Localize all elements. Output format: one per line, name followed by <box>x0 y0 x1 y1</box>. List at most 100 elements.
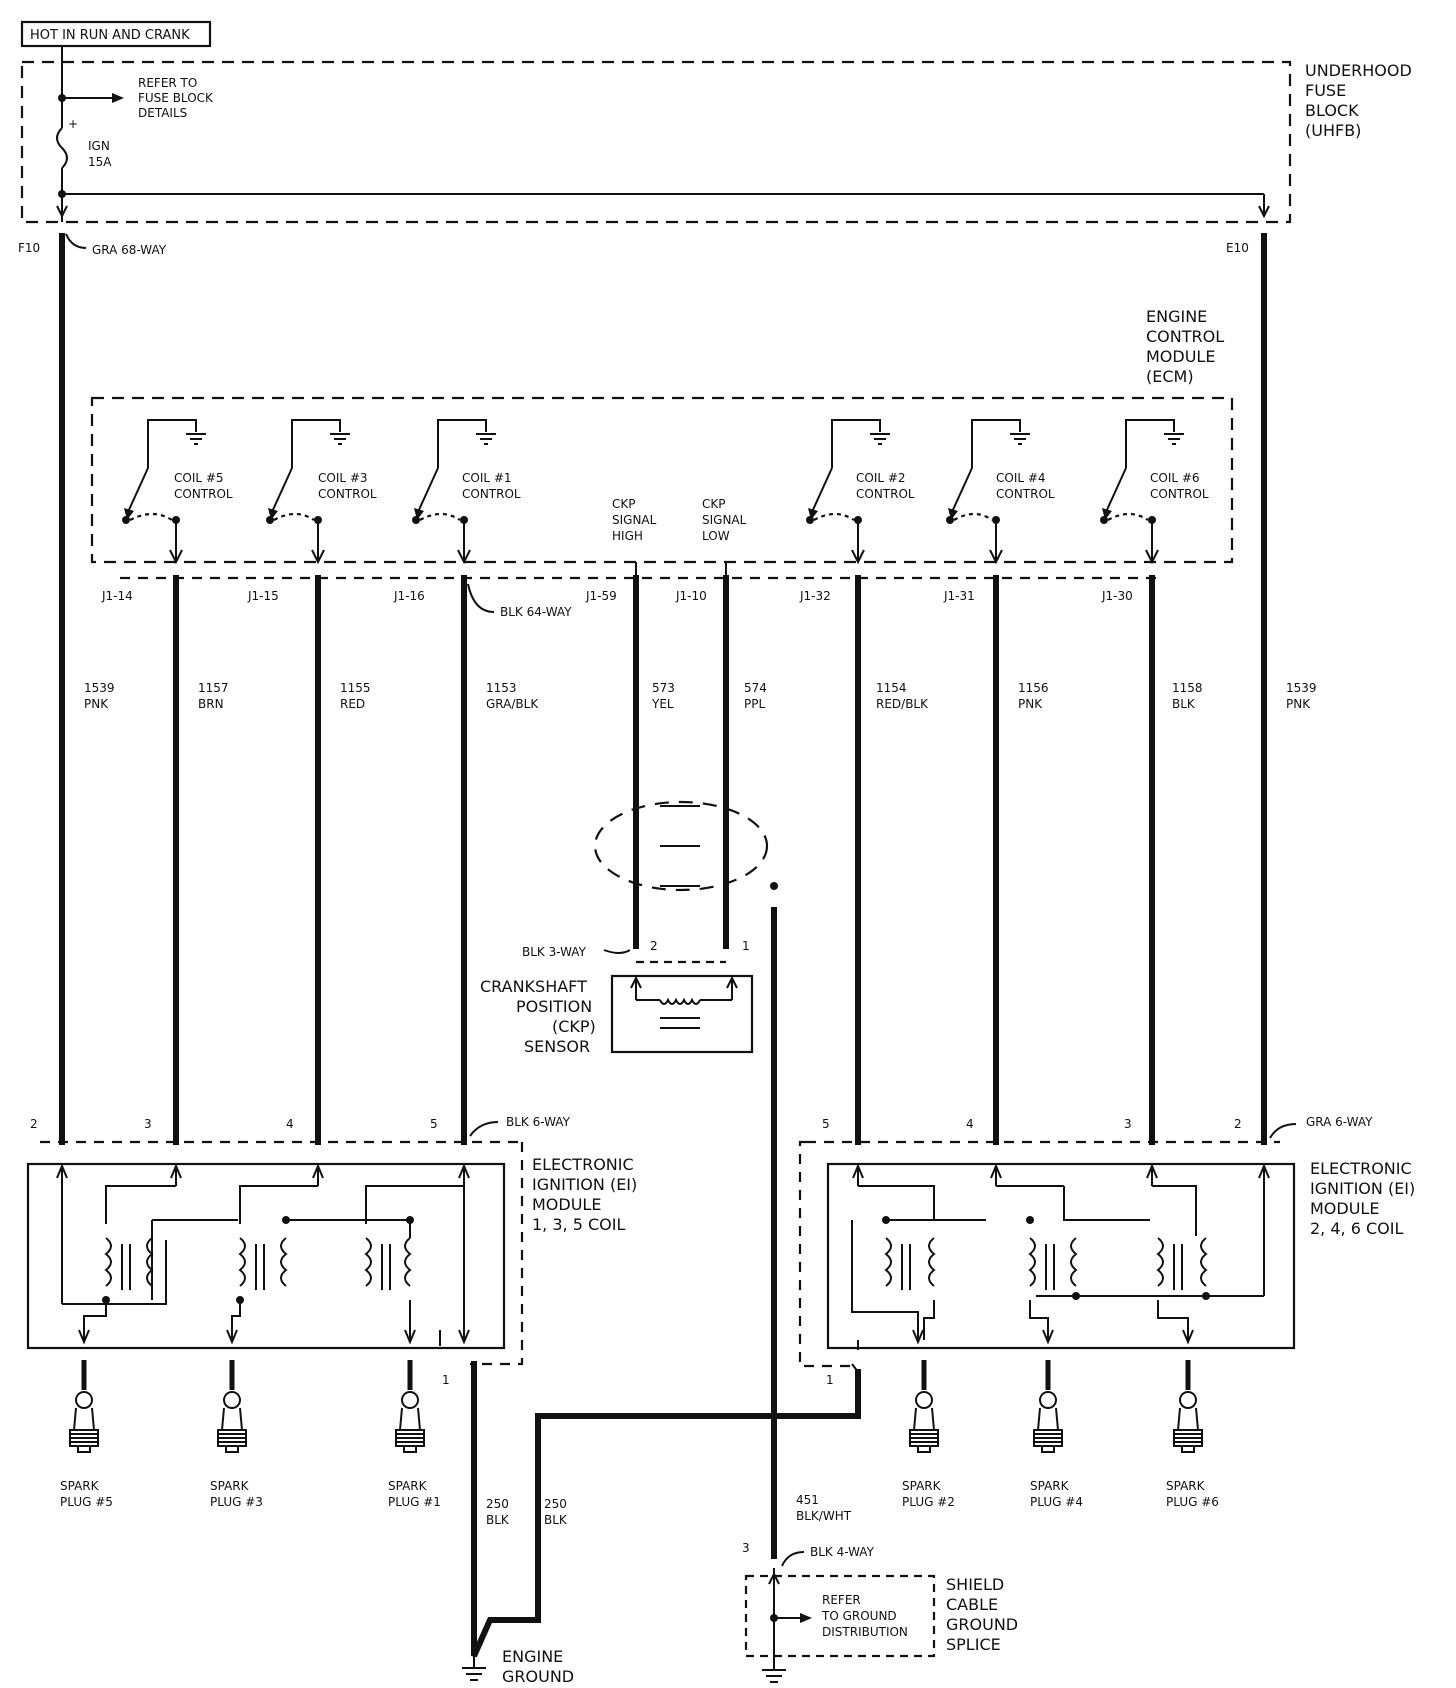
engine-ground-1: ENGINE <box>502 1647 563 1666</box>
underhood-fuse-block: UNDERHOOD FUSE BLOCK (UHFB) REFER TO FUS… <box>18 46 1412 257</box>
spark-plug-2-label-1: SPARK <box>902 1479 942 1493</box>
wire-1154-num: 1154 <box>876 681 907 695</box>
sensor-coil-icon <box>659 997 701 1005</box>
coil-5-label-2: CONTROL <box>174 487 233 501</box>
coil-3-label-2: CONTROL <box>318 487 377 501</box>
ei-module-left: 2 3 4 5 BLK 6-WAY ELECTRONIC IGNITION (E… <box>26 1115 637 1387</box>
spark-plug-4-label-1: SPARK <box>1030 1479 1070 1493</box>
wire-573-num: 573 <box>652 681 675 695</box>
coil-1-label-2: CONTROL <box>462 487 521 501</box>
ei-right-title-3: MODULE <box>1310 1199 1379 1218</box>
ei-right-pin-5: 5 <box>822 1117 830 1131</box>
pin-j1-15: J1-15 <box>247 589 279 603</box>
wire-1539-left-color: PNK <box>84 697 109 711</box>
spark-plug-3-icon <box>217 1360 247 1453</box>
ecm-title-1: ENGINE <box>1146 307 1207 326</box>
spark-plugs: SPARK PLUG #5 SPARK PLUG #3 SPARK PLUG #… <box>60 1360 1219 1509</box>
ei-right-title-4: 2, 4, 6 COIL <box>1310 1219 1403 1238</box>
ei-right-connector: GRA 6-WAY <box>1306 1115 1373 1129</box>
wire-1153-color: GRA/BLK <box>486 697 539 711</box>
ckp-connector-label: BLK 3-WAY <box>522 945 587 959</box>
pin-j1-16: J1-16 <box>393 589 425 603</box>
shield-splice-4: SPLICE <box>946 1635 1001 1654</box>
ckp-low-3: LOW <box>702 529 730 543</box>
arrow-icon <box>112 93 124 103</box>
coil-5-control: COIL #5 CONTROL <box>122 419 233 565</box>
wire-1158-color: BLK <box>1172 697 1196 711</box>
shield-splice-1: SHIELD <box>946 1575 1004 1594</box>
spark-plug-1-label-2: PLUG #1 <box>388 1495 441 1509</box>
ei-right-ground-pin: 1 <box>826 1373 834 1387</box>
ei-left-pin-2: 2 <box>30 1117 38 1131</box>
ground-wire-b-num: 250 <box>544 1497 567 1511</box>
power-label: HOT IN RUN AND CRANK <box>30 28 190 43</box>
ckp-sensor: BLK 3-WAY 2 1 CRANKSHAFT POSITION (CKP) … <box>480 939 754 1056</box>
ei-left-pin-3: 3 <box>144 1117 152 1131</box>
shield-conn-pin: 3 <box>742 1541 750 1555</box>
coil-1-label-1: COIL #1 <box>462 471 512 485</box>
wire-labels: 1539 PNK 1157 BRN 1155 RED 1153 GRA/BLK … <box>84 681 1317 711</box>
spark-plug-1-icon <box>395 1360 425 1453</box>
shield-splice-2: CABLE <box>946 1595 998 1614</box>
shield-refer-2: TO GROUND <box>821 1609 897 1623</box>
arrow-icon <box>800 1613 812 1623</box>
coil-4-label-1: COIL #4 <box>996 471 1046 485</box>
spark-plug-1-label-1: SPARK <box>388 1479 428 1493</box>
wire-1155-color: RED <box>340 697 365 711</box>
ei-left-pin-5: 5 <box>430 1117 438 1131</box>
spark-plug-6-label-2: PLUG #6 <box>1166 1495 1219 1509</box>
ei-left-title-1: ELECTRONIC <box>532 1155 634 1174</box>
ei-left-pin-4: 4 <box>286 1117 294 1131</box>
coil-2-label-1: COIL #2 <box>856 471 906 485</box>
ei-left-title-4: 1, 3, 5 COIL <box>532 1215 625 1234</box>
ei-left-title-3: MODULE <box>532 1195 601 1214</box>
ckp-title-2: POSITION <box>516 997 592 1016</box>
fuse-name: IGN <box>88 139 110 153</box>
coil-5-label-1: COIL #5 <box>174 471 224 485</box>
coil-6-control: COIL #6 CONTROL <box>1100 419 1209 565</box>
ckp-pin-1: 1 <box>742 939 750 953</box>
ground-wiring: 250 BLK 250 BLK ENGINE GROUND 451 BLK/WH… <box>462 1361 1018 1686</box>
spark-plug-3-label-1: SPARK <box>210 1479 250 1493</box>
spark-plug-5-icon <box>69 1360 99 1453</box>
spark-plug-6-label-1: SPARK <box>1166 1479 1206 1493</box>
wire-1157-color: BRN <box>198 697 224 711</box>
pin-j1-14: J1-14 <box>101 589 133 603</box>
ei-left-connector: BLK 6-WAY <box>506 1115 571 1129</box>
fuse-block-title-3: BLOCK <box>1305 101 1359 120</box>
ckp-pin-2: 2 <box>650 939 658 953</box>
pin-j1-59: J1-59 <box>585 589 617 603</box>
ei-left-coils <box>102 1216 414 1304</box>
shield-refer-3: DISTRIBUTION <box>822 1625 908 1639</box>
shield-refer-1: REFER <box>822 1593 861 1607</box>
coil-4-label-2: CONTROL <box>996 487 1055 501</box>
fuse-block-title-4: (UHFB) <box>1305 121 1361 140</box>
shield-splice-3: GROUND <box>946 1615 1018 1634</box>
coil-2-control: COIL #2 CONTROL <box>806 419 915 565</box>
wire-1156-color: PNK <box>1018 697 1043 711</box>
ei-right-coils <box>882 1216 1210 1300</box>
pin-j1-32: J1-32 <box>799 589 831 603</box>
pin-j1-30: J1-30 <box>1101 589 1133 603</box>
coil-3-control: COIL #3 CONTROL <box>266 419 377 565</box>
shield-wire-color: BLK/WHT <box>796 1509 852 1523</box>
ei-right-pin-4: 4 <box>966 1117 974 1131</box>
wire-1157-num: 1157 <box>198 681 229 695</box>
ckp-high-2: SIGNAL <box>612 513 657 527</box>
ecm-title-2: CONTROL <box>1146 327 1224 346</box>
ei-right-pin-3: 3 <box>1124 1117 1132 1131</box>
engine-ground-icon <box>462 1667 486 1681</box>
refer-note-3: DETAILS <box>138 106 187 120</box>
wire-1156-num: 1156 <box>1018 681 1049 695</box>
spark-plug-4-label-2: PLUG #4 <box>1030 1495 1083 1509</box>
ckp-title-4: SENSOR <box>524 1037 590 1056</box>
ground-wire-a-color: BLK <box>486 1513 510 1527</box>
wire-1154-color: RED/BLK <box>876 697 929 711</box>
coil-3-label-1: COIL #3 <box>318 471 368 485</box>
ecm-title-4: (ECM) <box>1146 367 1194 386</box>
ei-right-title-2: IGNITION (EI) <box>1310 1179 1415 1198</box>
fuse-rating: 15A <box>88 155 112 169</box>
engine-control-module: ENGINE CONTROL MODULE (ECM) CKP SIGNAL H… <box>90 307 1234 619</box>
coil-6-label-1: COIL #6 <box>1150 471 1200 485</box>
engine-ground-2: GROUND <box>502 1667 574 1686</box>
